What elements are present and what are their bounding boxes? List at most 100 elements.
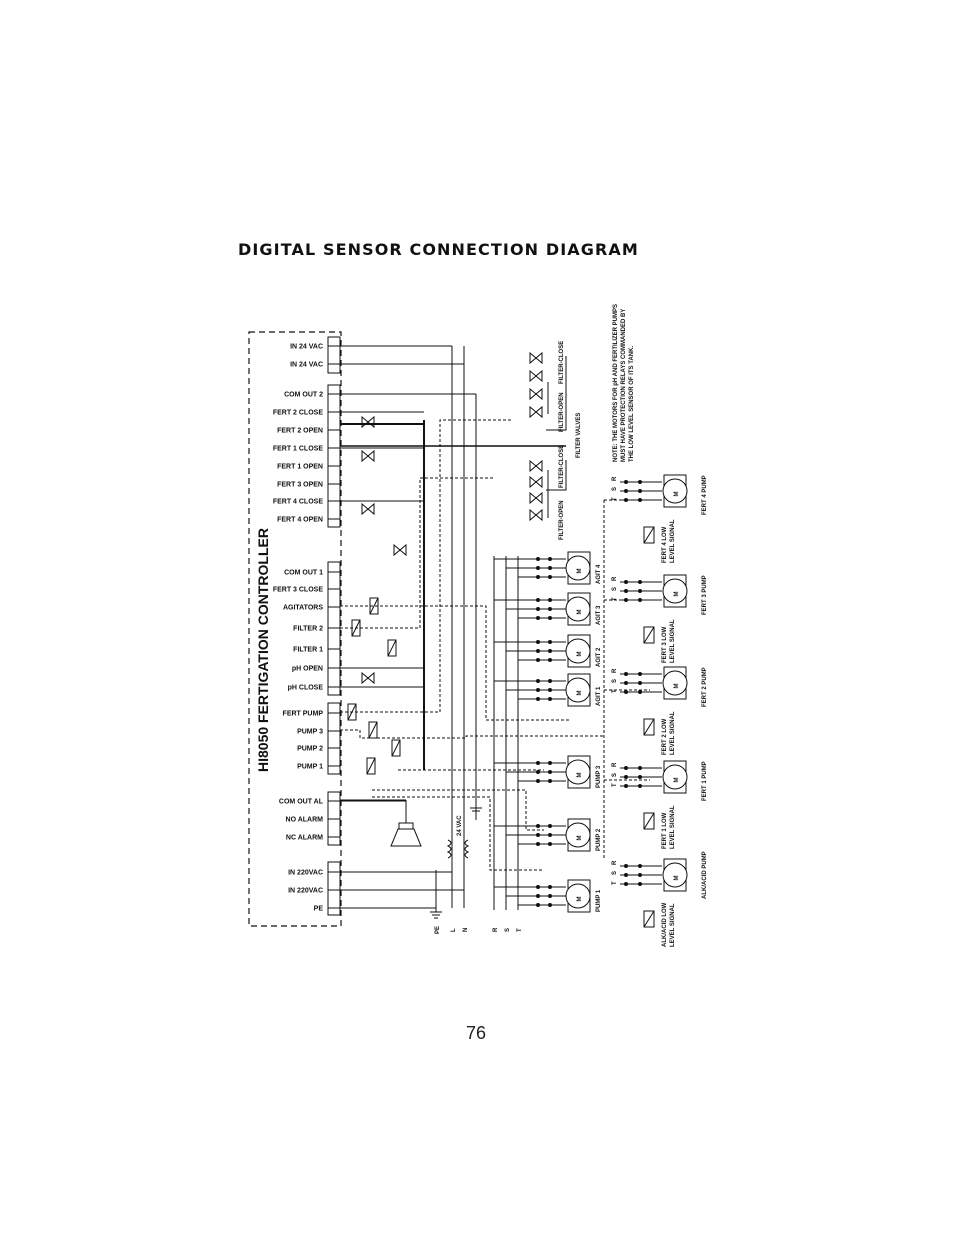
terminal-label: PUMP 2 <box>297 746 323 753</box>
motor-symbol: M <box>674 876 680 881</box>
controller-name: HI8050 FERTIGATION CONTROLLER <box>255 528 271 772</box>
solenoid-valve-icon <box>361 671 375 685</box>
filter-open-label-2: FILTER-OPEN <box>559 500 565 540</box>
sensor-label-2: LEVEL SIGNAL <box>670 711 676 755</box>
terminal-block-220vac <box>327 861 341 916</box>
motor-symbol: M <box>577 773 583 778</box>
motor-label: AGIT 2 <box>596 647 602 667</box>
motor-label: ALK/ACID PUMP <box>702 851 708 899</box>
phase-t: T <box>612 497 618 501</box>
note-line-3: THE LOW LEVEL SENSOR OF ITS TANK. <box>629 346 635 462</box>
filter-open-label-1: FILTER-OPEN <box>559 392 565 432</box>
relay-coil-icon <box>366 757 376 775</box>
terminal-label: FERT 2 CLOSE <box>273 410 324 417</box>
terminal-label: AGITATORS <box>283 605 323 612</box>
motor-label: PUMP 1 <box>596 889 602 912</box>
solenoid-valve-icon <box>361 449 375 463</box>
terminal-label: PUMP 1 <box>297 764 323 771</box>
sensor-label-1: FERT 3 LOW <box>662 626 668 663</box>
sensor-label-1: FERT 1 LOW <box>662 812 668 849</box>
filter-valve-icon <box>529 405 543 419</box>
motor-symbol: M <box>577 569 583 574</box>
motor-symbol: M <box>674 492 680 497</box>
motor-label: FERT 3 PUMP <box>702 575 708 615</box>
page-title: DIGITAL SENSOR CONNECTION DIAGRAM <box>238 240 639 259</box>
motor-symbol: M <box>577 691 583 696</box>
motor-symbol: M <box>674 684 680 689</box>
phase-s: S <box>612 679 618 683</box>
note-line-1: NOTE: THE MOTORS FOR pH AND FERTILIZER P… <box>613 304 619 462</box>
motor-symbol: M <box>577 610 583 615</box>
sensor-label-2: LEVEL SIGNAL <box>670 619 676 663</box>
relay-coil-icon <box>387 639 397 657</box>
terminal-label: FILTER 2 <box>293 626 323 633</box>
terminal-label: PE <box>314 906 324 913</box>
relay-coil-icon <box>369 597 379 615</box>
terminal-label: FERT 1 CLOSE <box>273 446 324 453</box>
filter-valves-label: FILTER VALVES <box>576 413 582 458</box>
motor-agit-3: M AGIT 3 <box>494 592 602 626</box>
filter-valve-icon <box>529 351 543 365</box>
sensor-label-2: LEVEL SIGNAL <box>670 519 676 563</box>
relay-coil-icon <box>347 703 357 721</box>
motor-symbol: M <box>577 836 583 841</box>
phase-s: S <box>612 871 618 875</box>
filter-valve-icon <box>529 491 543 505</box>
phase-r: R <box>612 476 618 481</box>
sensor-label-2: LEVEL SIGNAL <box>670 805 676 849</box>
motor-symbol: M <box>577 897 583 902</box>
terminal-label: IN 24 VAC <box>290 362 323 369</box>
terminal-label: FERT 4 CLOSE <box>273 499 324 506</box>
phase-s: S <box>612 587 618 591</box>
terminal-label: PUMP 3 <box>297 729 323 736</box>
page-number: 76 <box>466 1023 487 1043</box>
filter-valve-icon <box>529 508 543 522</box>
terminal-label: pH OPEN <box>292 666 323 673</box>
supply-s: S <box>505 928 511 932</box>
terminal-label: COM OUT 2 <box>284 392 323 399</box>
motor-symbol: M <box>674 778 680 783</box>
sensor-label-1: FERT 4 LOW <box>662 526 668 563</box>
phase-s: S <box>612 773 618 777</box>
terminal-label: FERT 2 OPEN <box>277 428 323 435</box>
supply-n: N <box>463 928 469 932</box>
terminal-label: FILTER 1 <box>293 647 323 654</box>
motor-label: FERT 1 PUMP <box>702 761 708 801</box>
motor-pump-1: M PUMP 1 <box>494 879 602 913</box>
terminal-label: FERT 4 OPEN <box>277 517 323 524</box>
relay-coil-icon <box>351 619 361 637</box>
phase-t: T <box>612 881 618 885</box>
terminal-label: FERT 3 CLOSE <box>273 587 324 594</box>
terminal-label: IN 220VAC <box>288 870 323 877</box>
solenoid-valve-icon <box>393 543 407 557</box>
terminal-label: COM OUT AL <box>279 799 324 806</box>
sensor-label-1: FERT 2 LOW <box>662 718 668 755</box>
solenoid-valve-icon <box>361 415 375 429</box>
motor-label: AGIT 4 <box>596 564 602 584</box>
filter-valve-icon <box>529 459 543 473</box>
supply-r: R <box>493 927 499 932</box>
filter-valve-icon <box>529 387 543 401</box>
terminal-label: FERT 1 OPEN <box>277 464 323 471</box>
phase-r: R <box>612 762 618 767</box>
motor-label: FERT 4 PUMP <box>702 475 708 515</box>
terminal-block-pumps <box>327 702 341 775</box>
terminal-label: NO ALARM <box>286 817 324 824</box>
terminal-label: IN 220VAC <box>288 888 323 895</box>
relay-coil-icon <box>368 721 378 739</box>
supply-t: T <box>517 928 523 932</box>
motor-agit-4: M AGIT 4 <box>494 551 602 585</box>
filter-valve-icon <box>529 369 543 383</box>
filter-close-label-2: FILTER-CLOSE <box>559 445 565 488</box>
motor-symbol: M <box>674 592 680 597</box>
phase-t: T <box>612 689 618 693</box>
motor-label: AGIT 3 <box>596 605 602 625</box>
phase-s: S <box>612 487 618 491</box>
motor-label: PUMP 2 <box>596 828 602 851</box>
